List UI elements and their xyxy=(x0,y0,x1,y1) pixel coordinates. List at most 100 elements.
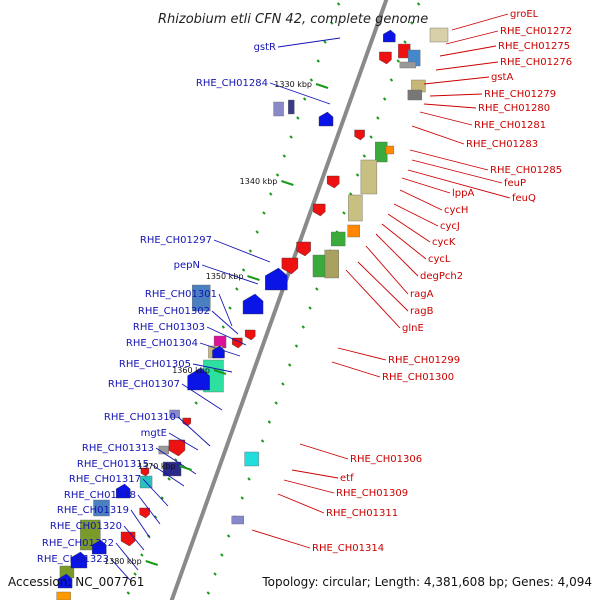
forward-strand-gene-arrow xyxy=(354,129,365,141)
gene-label-lppa: lppA xyxy=(452,188,474,199)
leader-line xyxy=(150,463,185,487)
reverse-strand-gene-arrow xyxy=(383,29,396,43)
leader-line xyxy=(201,264,259,285)
kbp-label: 1340 kbp xyxy=(240,177,278,186)
tick-mark xyxy=(287,363,292,367)
tick-mark xyxy=(349,192,353,196)
forward-strand-gene-arrow xyxy=(281,257,299,275)
gene-label-rhe_ch01303: RHE_CH01303 xyxy=(133,322,205,333)
kbp-tick xyxy=(145,560,159,566)
leader-line xyxy=(211,310,239,335)
tick-mark xyxy=(269,192,273,196)
tick-mark xyxy=(403,40,407,44)
gene-block xyxy=(288,99,295,115)
tick-mark xyxy=(323,40,327,44)
gene-label-etf: etf xyxy=(340,473,354,484)
leader-line xyxy=(192,363,233,373)
gene-block xyxy=(399,61,417,69)
leader-line xyxy=(411,125,465,145)
tick-mark xyxy=(226,534,231,538)
gene-label-rhe_ch01275: RHE_CH01275 xyxy=(498,41,570,52)
leader-line xyxy=(423,76,490,85)
genome-summary: Topology: circular; Length: 4,381,608 bp… xyxy=(261,575,592,589)
tick-mark xyxy=(126,591,131,595)
tick-mark xyxy=(194,401,198,405)
gene-label-rhe_ch01318: RHE_CH01318 xyxy=(64,490,136,501)
leader-line xyxy=(393,203,439,227)
tick-mark xyxy=(240,496,244,500)
gene-label-cycl: cycL xyxy=(428,254,451,265)
forward-strand-gene-arrow xyxy=(120,531,136,547)
leader-line xyxy=(357,261,409,312)
gene-label-cycj: cycJ xyxy=(440,221,460,232)
kbp-tick xyxy=(247,275,260,281)
leader-line xyxy=(291,469,339,479)
leader-line xyxy=(401,177,451,194)
tick-mark xyxy=(260,439,265,443)
tick-mark xyxy=(262,211,266,215)
gene-label-rhe_ch01276: RHE_CH01276 xyxy=(500,57,572,68)
leader-line xyxy=(283,479,335,494)
tick-mark xyxy=(330,21,334,25)
gene-block xyxy=(330,231,346,247)
leader-line xyxy=(409,149,489,171)
leader-line xyxy=(251,529,311,549)
gene-label-rhe_ch01304: RHE_CH01304 xyxy=(126,338,198,349)
leader-line xyxy=(142,478,169,507)
reverse-strand-gene-arrow xyxy=(57,573,73,589)
tick-mark xyxy=(241,268,246,272)
leader-line xyxy=(331,361,381,378)
gene-block xyxy=(429,27,449,43)
leader-line xyxy=(110,558,131,581)
leader-line xyxy=(429,93,483,97)
tick-mark xyxy=(309,78,314,82)
tick-mark xyxy=(235,287,239,291)
gene-block xyxy=(375,141,388,163)
forward-strand-gene-arrow xyxy=(140,467,150,477)
leader-line xyxy=(218,293,233,327)
tick-mark xyxy=(140,553,144,557)
tick-mark xyxy=(382,97,387,101)
accession-text: Accession: NC_007761 xyxy=(8,575,144,589)
kbp-label: 1360 kbp xyxy=(172,366,210,375)
tick-mark xyxy=(281,382,285,386)
gene-label-rhe_ch01315: RHE_CH01315 xyxy=(77,459,149,470)
forward-strand-gene-arrow xyxy=(232,337,243,349)
tick-mark xyxy=(416,2,421,6)
leader-line xyxy=(130,509,151,539)
gene-block xyxy=(93,499,110,517)
gene-block xyxy=(80,519,101,551)
reverse-strand-gene-arrow xyxy=(242,293,264,315)
gene-features xyxy=(56,27,449,600)
leader-line xyxy=(411,159,503,184)
tick-mark xyxy=(275,173,280,177)
gene-label-rhe_ch01305: RHE_CH01305 xyxy=(119,359,191,370)
gene-label-rhe_ch01300: RHE_CH01300 xyxy=(382,372,454,383)
gene-label-rhe_ch01322: RHE_CH01322 xyxy=(42,538,114,549)
gene-label-rhe_ch01310: RHE_CH01310 xyxy=(104,412,176,423)
tick-mark xyxy=(294,344,299,348)
forward-strand-gene-arrow xyxy=(168,439,186,457)
reverse-strand-gene-arrow xyxy=(187,367,210,391)
label-leaders xyxy=(110,13,511,581)
leader-line xyxy=(345,269,401,329)
leader-line xyxy=(337,347,387,361)
kbp-label: 1370 kbp xyxy=(138,462,176,471)
gene-label-rhe_ch01302: RHE_CH01302 xyxy=(138,306,210,317)
gene-block xyxy=(348,194,363,222)
gene-block xyxy=(273,101,284,117)
gene-label-degpch2: degPch2 xyxy=(420,271,463,282)
kbp-label: 1330 kbp xyxy=(274,80,312,89)
gene-label-gsta: gstA xyxy=(491,72,513,83)
leader-line xyxy=(199,342,241,357)
leader-line xyxy=(213,239,271,263)
leader-line xyxy=(115,542,139,571)
gene-label-rhe_ch01311: RHE_CH01311 xyxy=(326,508,398,519)
tick-mark xyxy=(369,135,373,139)
kbp-tick xyxy=(315,83,329,89)
gene-labels: gstRRHE_CH01284RHE_CH01297pepNRHE_CH0130… xyxy=(37,9,572,565)
leader-line xyxy=(375,233,419,277)
gene-label-pepn: pepN xyxy=(174,260,200,271)
